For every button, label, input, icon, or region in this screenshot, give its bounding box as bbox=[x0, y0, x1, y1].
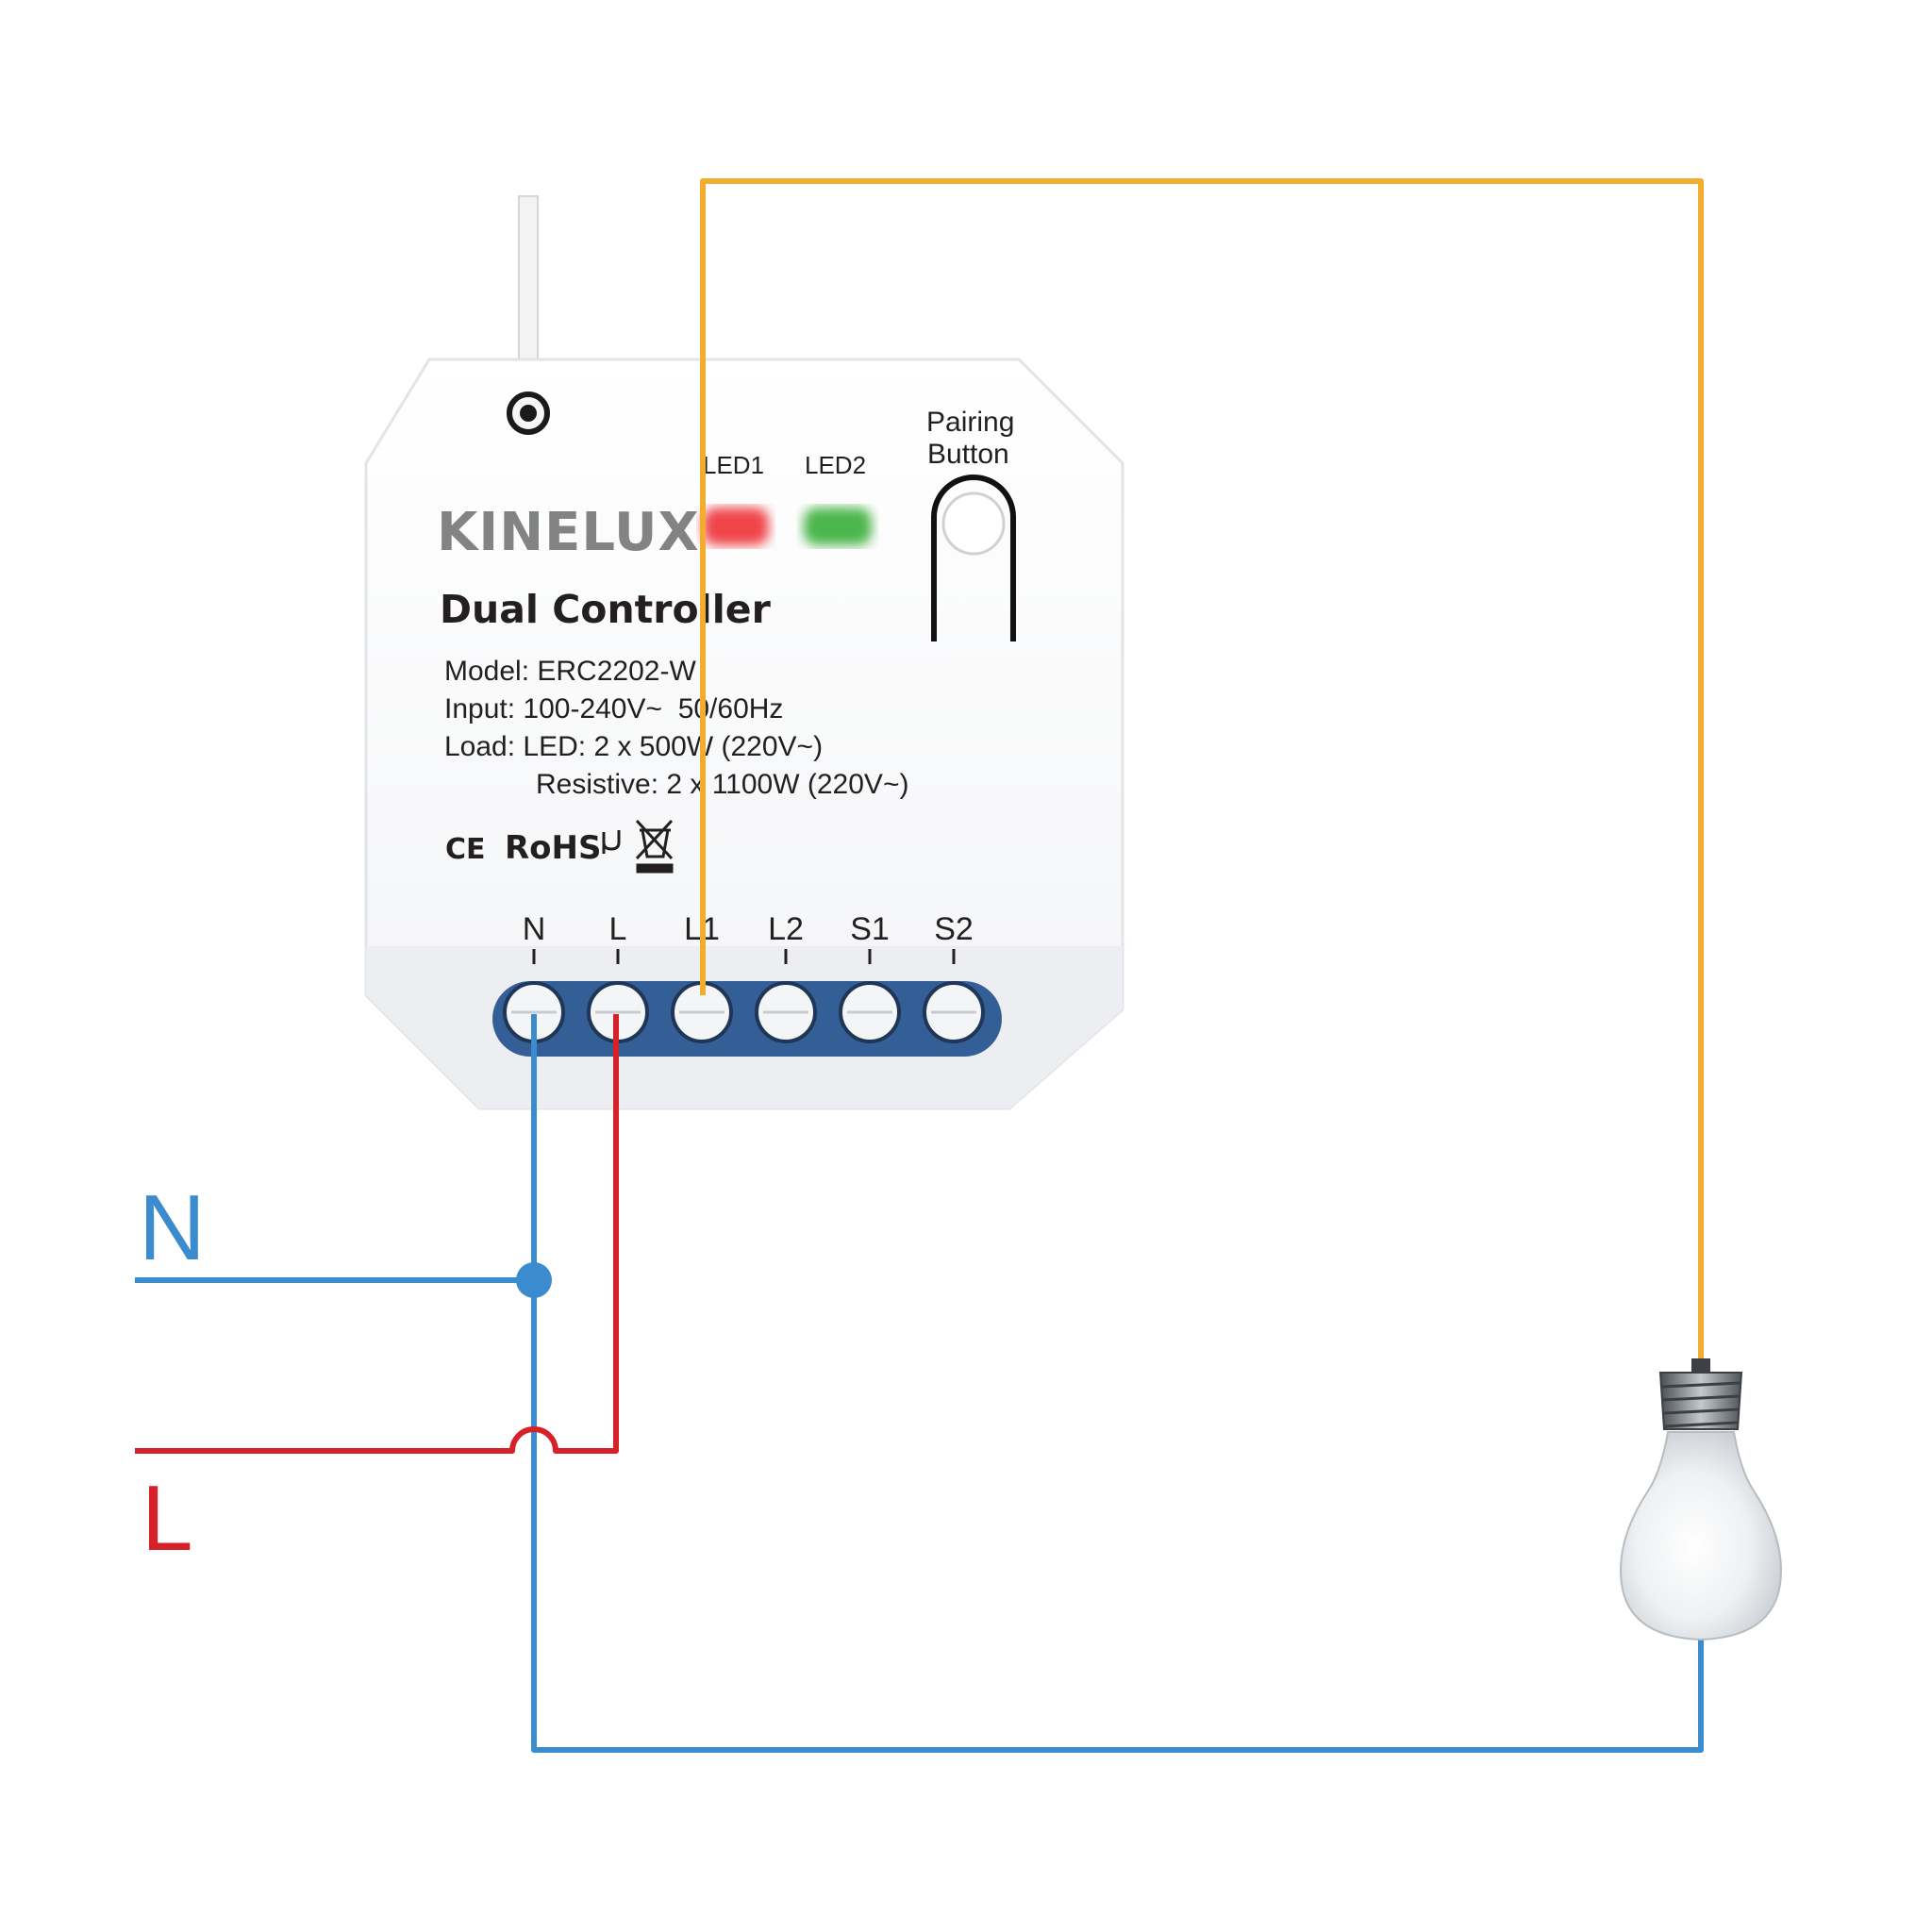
spec-load-resistive: Resistive: 2 x 1100W (220V~) bbox=[536, 769, 908, 800]
device-title: Dual Controller bbox=[440, 587, 772, 632]
live-label: L bbox=[142, 1466, 193, 1570]
light-bulb bbox=[1619, 1358, 1783, 1641]
pairing-label-line1: Pairing bbox=[926, 407, 1014, 438]
led1-label: LED1 bbox=[703, 451, 764, 479]
live-wire bbox=[135, 1014, 619, 1454]
load-wire-l1 bbox=[700, 178, 1704, 1368]
led2-indicator bbox=[804, 508, 872, 545]
spec-model: Model: ERC2202-W bbox=[444, 656, 696, 687]
terminal-label-s2: S2 bbox=[934, 911, 974, 947]
mu-icon bbox=[602, 830, 621, 854]
rohs-mark: RoHS bbox=[505, 829, 601, 867]
terminal-label-n: N bbox=[523, 911, 546, 947]
ce-mark: CE bbox=[445, 833, 486, 866]
led2-label: LED2 bbox=[805, 451, 866, 479]
spec-load-led: Load: LED: 2 x 500W (220V~) bbox=[444, 731, 823, 762]
pairing-button-outline bbox=[931, 475, 1016, 641]
spec-input: Input: 100-240V~ 50/60Hz bbox=[444, 693, 783, 724]
terminal-label-l2: L2 bbox=[768, 911, 804, 947]
weee-bin-icon bbox=[635, 819, 674, 874]
pairing-button[interactable] bbox=[941, 491, 1006, 556]
neutral-label: N bbox=[139, 1175, 206, 1279]
terminal-label-s1: S1 bbox=[850, 911, 890, 947]
controller-module: KINELUX Dual Controller LED1 LED2 Pairin… bbox=[364, 358, 1124, 1110]
wiring bbox=[135, 178, 1704, 1753]
brand-logo: KINELUX bbox=[437, 502, 700, 563]
neutral-wire bbox=[135, 1014, 1704, 1753]
neutral-junction bbox=[516, 1262, 552, 1298]
terminal-label-l: L bbox=[609, 911, 627, 947]
led1-indicator bbox=[703, 508, 769, 545]
pairing-label-line2: Button bbox=[927, 439, 1009, 470]
